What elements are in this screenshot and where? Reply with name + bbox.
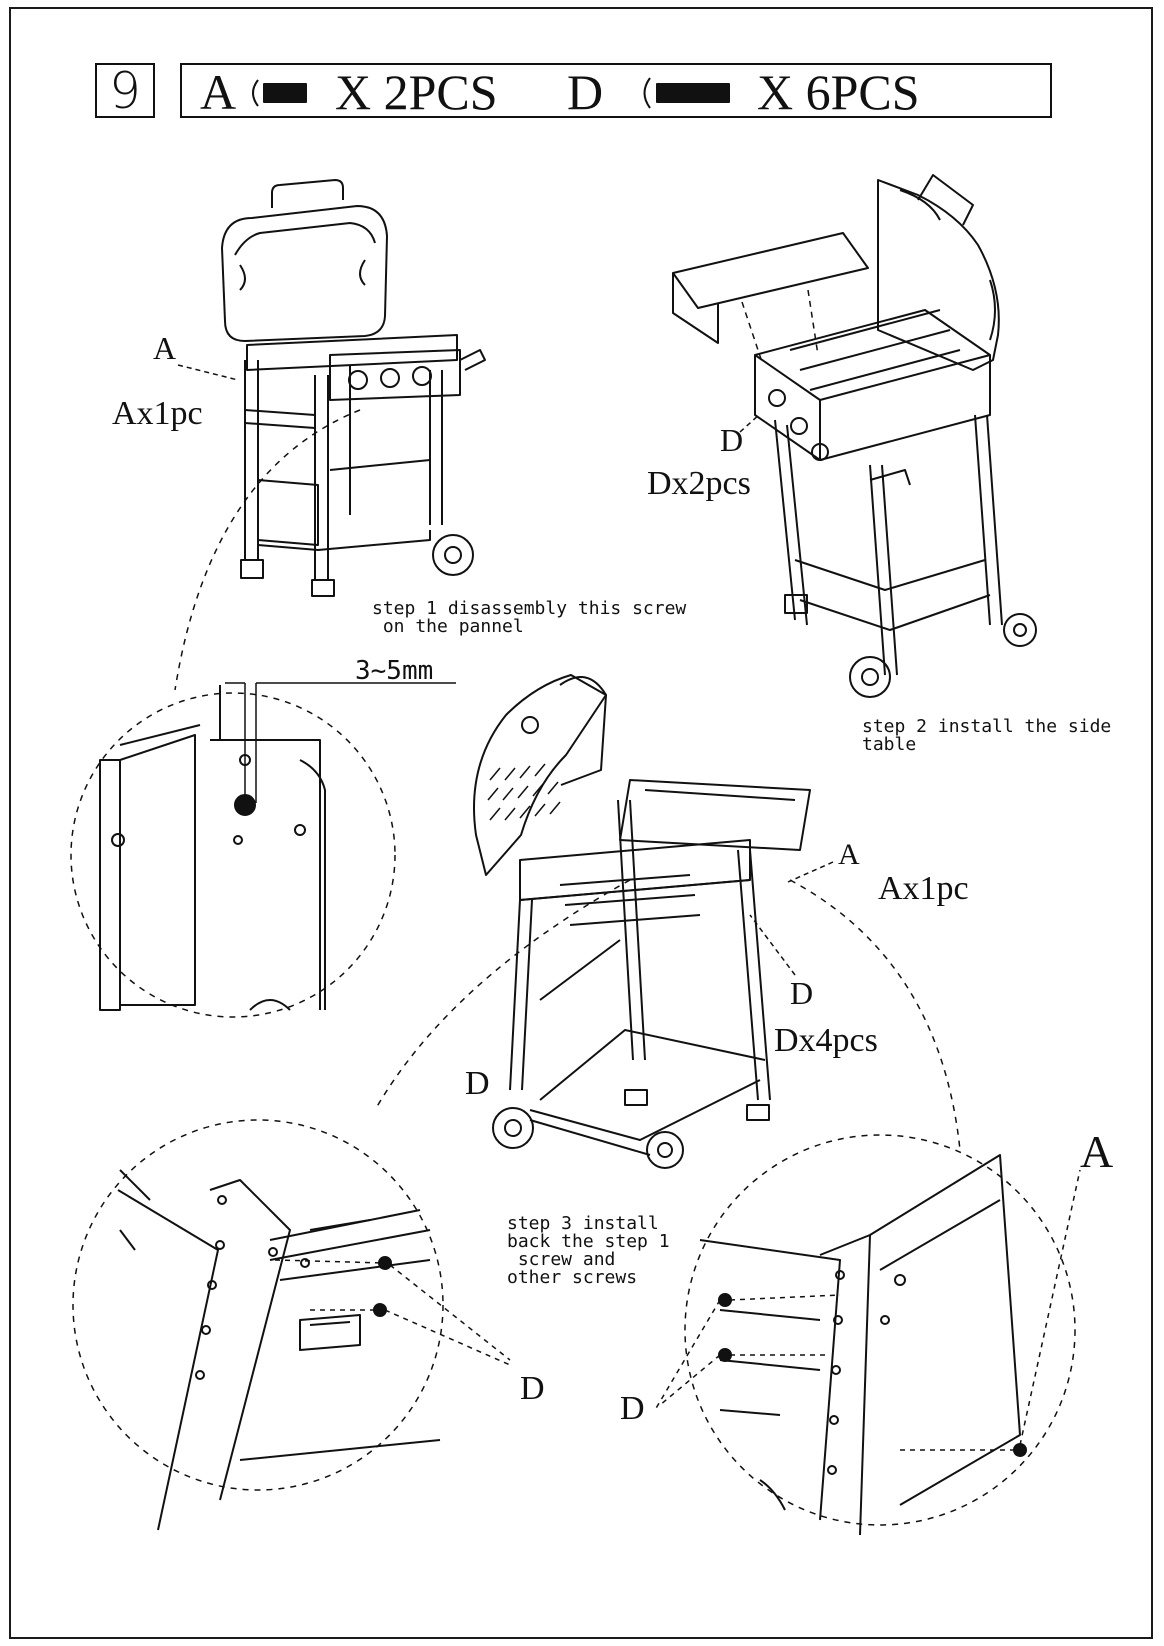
- label-d-detail-right: D: [620, 1390, 645, 1427]
- label-a-right: A: [1080, 1126, 1114, 1177]
- label-d-left: D: [465, 1065, 490, 1102]
- dimension-label: 3~5mm: [355, 656, 434, 686]
- step-1-note: step 1 disassembly this screw on the pan…: [372, 598, 687, 637]
- grill-step1-drawing: [221, 179, 486, 597]
- detail-2-drawing: [117, 1169, 441, 1531]
- screw-d-icon: [643, 77, 730, 109]
- label-d-detail-left: D: [520, 1370, 545, 1407]
- part-a-quantity: X 2PCS: [335, 64, 498, 120]
- page-frame: [9, 7, 1153, 1639]
- label-d-mid-quantity: Dx4pcs: [774, 1022, 878, 1059]
- label-a-top-quantity: Ax1pc: [112, 395, 203, 432]
- dimension-marker: [225, 682, 456, 803]
- label-d-top-quantity: Dx2pcs: [647, 465, 751, 502]
- step-number: 9: [95, 62, 155, 120]
- label-a-mid: A: [838, 838, 860, 871]
- grill-step3-drawing: [473, 674, 811, 1169]
- parts-list-box: [180, 63, 1052, 118]
- grill-step2-drawing: [672, 174, 1037, 698]
- screw-a-icon: [252, 79, 307, 107]
- step-3-note: step 3 install back the step 1 screw and…: [507, 1213, 670, 1288]
- detail-3-drawing: [699, 1154, 1027, 1536]
- label-leaders: [177, 364, 834, 976]
- detail-1-drawing: [99, 685, 326, 1011]
- label-d-top: D: [720, 422, 744, 458]
- part-a-letter: A: [200, 64, 237, 120]
- detail-callout-lines: [70, 409, 1076, 1526]
- part-d-letter: D: [567, 64, 604, 120]
- label-d-mid: D: [790, 975, 814, 1011]
- label-a-top: A: [153, 330, 177, 366]
- part-d-quantity: X 6PCS: [757, 64, 920, 120]
- label-a-mid-quantity: Ax1pc: [878, 870, 969, 907]
- step-2-note: step 2 install the side table: [862, 716, 1112, 755]
